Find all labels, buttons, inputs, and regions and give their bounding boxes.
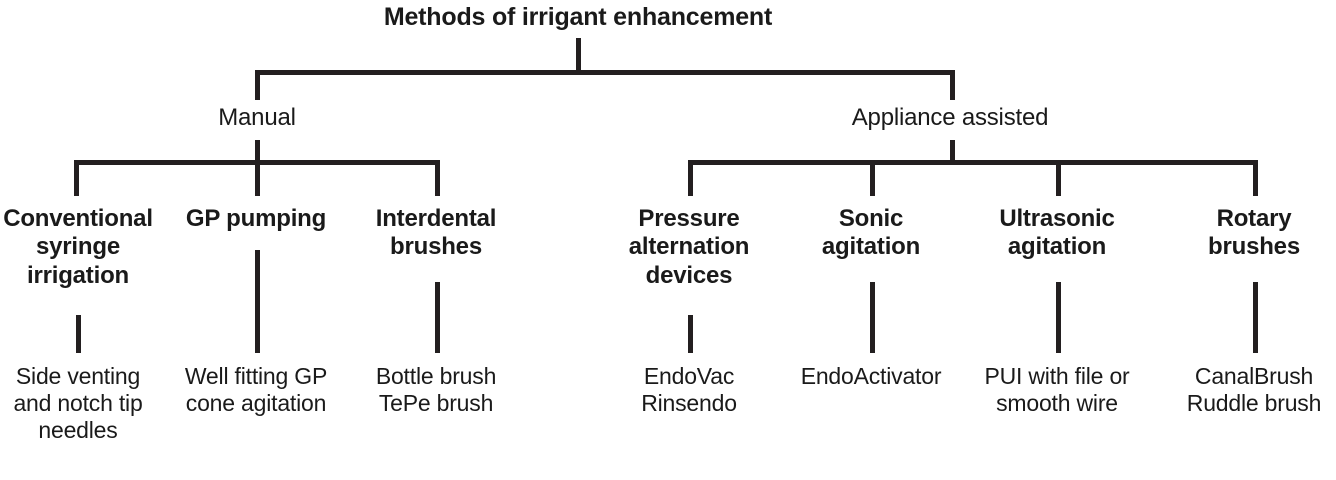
connector-appliance-bar: [688, 160, 1258, 165]
leaf-pressure-alternation-devices: EndoVac Rinsendo: [641, 363, 737, 417]
branch-appliance-assisted-label: Appliance assisted: [851, 104, 1049, 131]
category-conventional-syringe-irrigation-label: Conventional syringe irrigation: [3, 205, 153, 289]
branch-manual-label: Manual: [218, 104, 296, 131]
leaf-sonic-agitation: EndoActivator: [800, 363, 942, 389]
connector-level1-left-drop: [255, 70, 260, 100]
leaf-rotary-brushes: CanalBrush Ruddle brush: [1186, 363, 1322, 417]
leaf-gp-pumping: Well fitting GP cone agitation: [184, 363, 328, 417]
connector-manual-drop-2: [255, 160, 260, 196]
connector-appliance-drop-1: [688, 160, 693, 196]
category-pressure-alternation-devices-label: Pressure alternation devices: [628, 205, 750, 289]
connector-appliance-drop-2: [870, 160, 875, 196]
leaf-interdental-brushes: Bottle brush TePe brush: [375, 363, 497, 417]
connector-root-stem: [576, 38, 581, 72]
connector-leaf-stem-interdental-brushes: [435, 282, 440, 353]
connector-level1-bar: [255, 70, 955, 75]
category-sonic-agitation-label: Sonic agitation: [821, 205, 921, 261]
category-ultrasonic-agitation-label: Ultrasonic agitation: [999, 205, 1115, 261]
connector-appliance-drop-3: [1056, 160, 1061, 196]
connector-level1-right-drop: [950, 70, 955, 100]
connector-appliance-drop-4: [1253, 160, 1258, 196]
connector-manual-drop-1: [74, 160, 79, 196]
leaf-ultrasonic-agitation: PUI with file or smooth wire: [984, 363, 1130, 417]
connector-leaf-stem-conventional-syringe: [76, 315, 81, 353]
connector-manual-drop-3: [435, 160, 440, 196]
category-interdental-brushes-label: Interdental brushes: [375, 205, 497, 261]
connector-leaf-stem-rotary-brushes: [1253, 282, 1258, 353]
connector-manual-stem: [255, 140, 260, 162]
connector-appliance-stem: [950, 140, 955, 162]
connector-leaf-stem-gp-pumping: [255, 250, 260, 353]
connector-leaf-stem-pressure-alternation: [688, 315, 693, 353]
root-node-label: Methods of irrigant enhancement: [383, 3, 773, 31]
connector-leaf-stem-ultrasonic-agitation: [1056, 282, 1061, 353]
category-gp-pumping-label: GP pumping: [185, 205, 327, 232]
category-rotary-brushes-label: Rotary brushes: [1208, 205, 1300, 261]
connector-leaf-stem-sonic-agitation: [870, 282, 875, 353]
leaf-conventional-syringe-irrigation: Side venting and notch tip needles: [13, 363, 143, 444]
